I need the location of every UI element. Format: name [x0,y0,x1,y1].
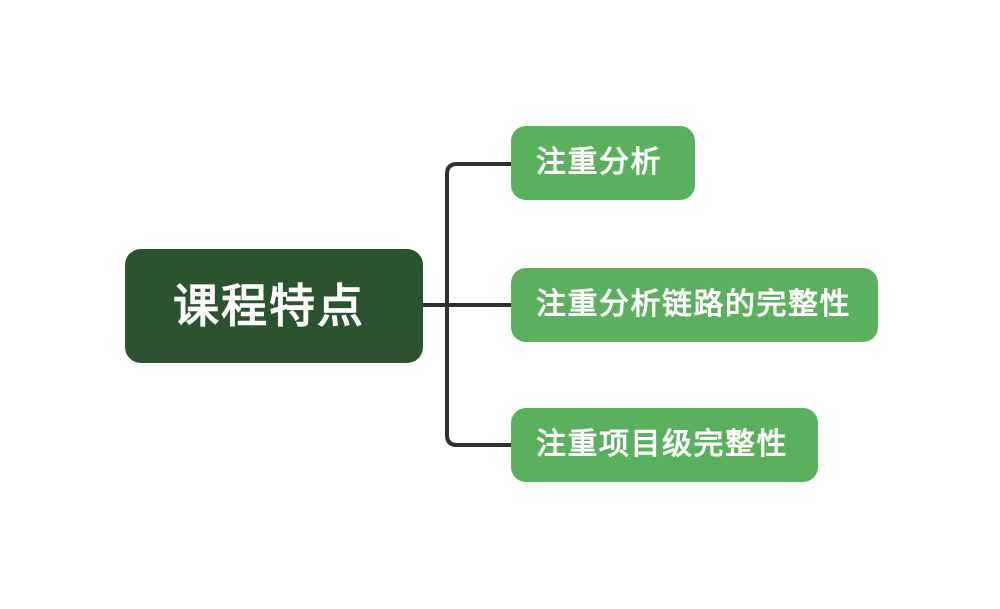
root-node[interactable]: 课程特点 [125,249,423,363]
connector-branch-3 [445,434,511,447]
child-node-2-label: 注重分析链路的完整性 [536,288,851,321]
child-node-3-label: 注重项目级完整性 [536,428,788,461]
child-node-1[interactable]: 注重分析 [511,126,695,200]
child-node-1-label: 注重分析 [536,146,662,179]
root-node-label: 课程特点 [173,280,365,332]
child-node-2[interactable]: 注重分析链路的完整性 [511,268,878,342]
child-node-3[interactable]: 注重项目级完整性 [511,408,818,482]
connector-branch-1 [445,162,511,175]
